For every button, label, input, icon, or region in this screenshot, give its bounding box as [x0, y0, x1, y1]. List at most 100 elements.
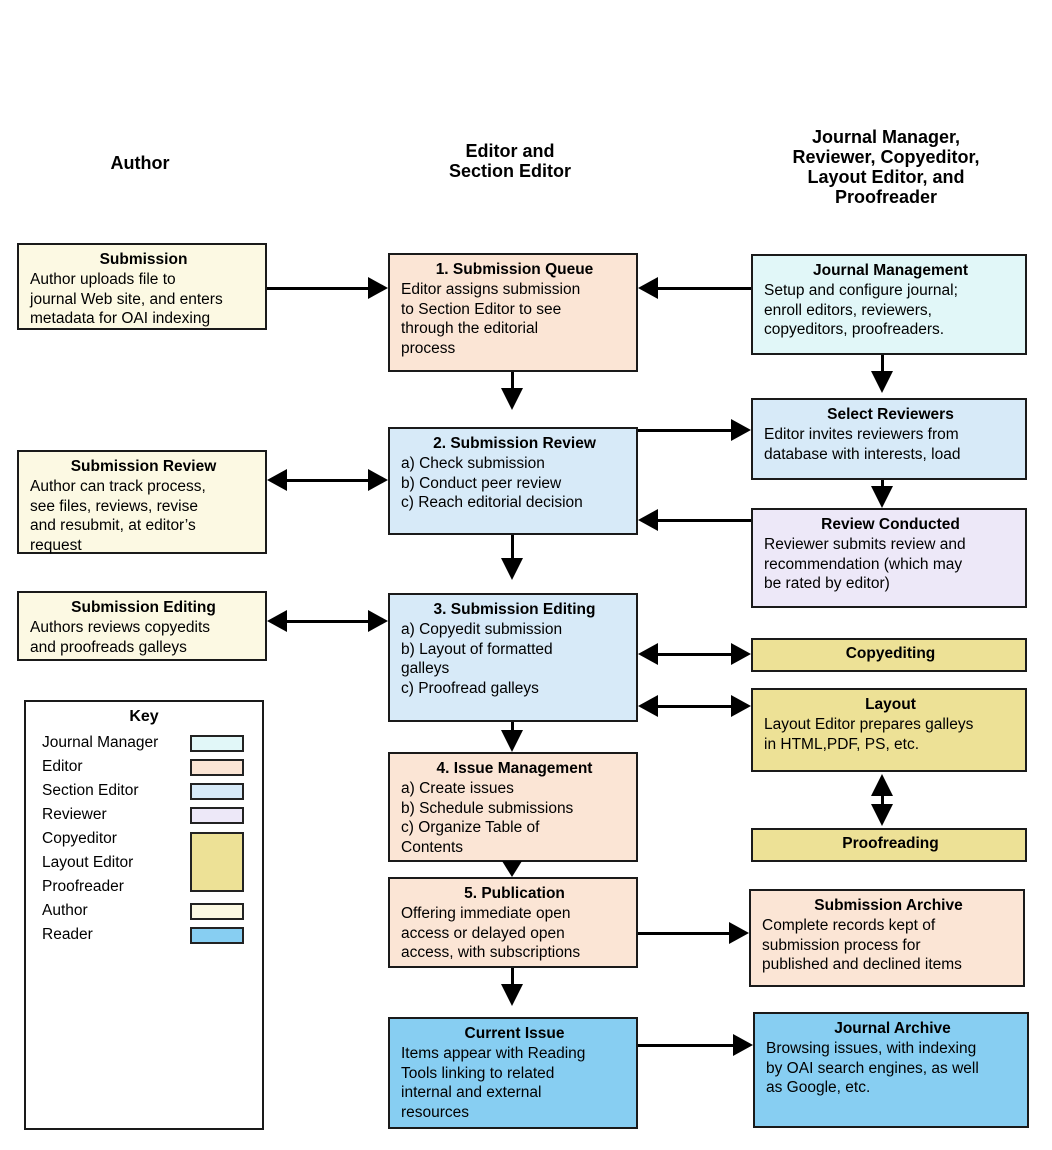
arrow-editing-to-issue-management [501, 722, 523, 752]
arrowhead-down-icon [501, 730, 523, 752]
box-body: Reviewer submits review and recommendati… [764, 536, 966, 592]
arrow-line [638, 1043, 736, 1047]
arrow-author-editing-bidirectional [267, 610, 388, 632]
box-title: Submission Archive [814, 897, 963, 914]
box-title: 2. Submission Review [433, 435, 596, 452]
box-title: Select Reviewers [827, 406, 954, 423]
arrow-line [880, 480, 884, 487]
arrowhead-down-icon [871, 486, 893, 508]
key-row-layout-editor: Layout Editor [42, 851, 250, 875]
box-issue-management: 4. Issue Management a) Create issues b) … [388, 752, 638, 862]
arrowhead-right-icon [368, 469, 388, 491]
arrow-layout-proofreading-bidirectional [871, 774, 893, 826]
box-current-issue: Current Issue Items appear with Reading … [388, 1017, 638, 1129]
box-body: Items appear with Reading Tools linking … [401, 1045, 586, 1121]
box-submission-archive: Submission Archive Complete records kept… [749, 889, 1025, 987]
arrowhead-right-icon [368, 277, 388, 299]
arrow-current-issue-to-journal-archive [638, 1034, 753, 1056]
key-row-author: Author [42, 899, 250, 923]
box-select-reviewers: Select Reviewers Editor invites reviewer… [751, 398, 1027, 480]
column-header-editor: Editor and Section Editor [448, 141, 571, 181]
key-label: Journal Manager [42, 734, 159, 751]
key-label: Proofreader [42, 878, 124, 895]
box-journal-archive: Journal Archive Browsing issues, with in… [753, 1012, 1029, 1128]
key-row-copyeditor: Copyeditor [42, 827, 250, 851]
arrow-publication-to-submission-archive [638, 922, 749, 944]
arrowhead-right-icon [729, 922, 749, 944]
box-title: Proofreading [842, 835, 939, 852]
journal-manager-swatch [190, 735, 244, 752]
key-label: Reader [42, 926, 93, 943]
key-row-journal-manager: Journal Manager [42, 731, 250, 755]
arrowhead-down-icon [871, 371, 893, 393]
box-body: a) Create issues b) Schedule submissions… [401, 780, 574, 856]
box-body: Editor invites reviewers from database w… [764, 426, 961, 463]
key-row-editor: Editor [42, 755, 250, 779]
arrowhead-down-icon [501, 984, 523, 1006]
arrowhead-down-icon [502, 861, 522, 877]
box-body: Offering immediate open access or delaye… [401, 905, 581, 961]
box-title: 1. Submission Queue [435, 261, 594, 278]
box-submission-review-author: Submission Review Author can track proce… [17, 450, 267, 554]
key-label: Layout Editor [42, 854, 134, 871]
box-title: 5. Publication [464, 885, 565, 902]
box-title: 3. Submission Editing [433, 601, 596, 618]
column-header-manager-reviewer: Journal Manager, Reviewer, Copyeditor, L… [792, 127, 980, 207]
box-proofreading: Proofreading [751, 828, 1027, 862]
box-submission: Submission Author uploads file to journa… [17, 243, 267, 330]
arrowhead-right-icon [733, 1034, 753, 1056]
arrow-editing-copyediting-bidirectional [638, 643, 751, 665]
arrowhead-left-icon [638, 695, 658, 717]
key-label: Reviewer [42, 806, 107, 823]
arrow-line [655, 286, 751, 290]
arrow-author-review-bidirectional [267, 469, 388, 491]
reviewer-swatch [190, 807, 244, 824]
copyeditor-layout-proofreader-swatch [190, 832, 244, 892]
box-body: Layout Editor prepares galleys in HTML,P… [764, 716, 974, 753]
box-body: Browsing issues, with indexing by OAI se… [766, 1040, 979, 1096]
arrowhead-right-icon [731, 643, 751, 665]
arrow-line [267, 286, 371, 290]
box-title: Copyediting [845, 645, 936, 662]
arrow-line [510, 968, 514, 985]
box-title: Submission Review [70, 458, 217, 475]
arrowhead-left-icon [638, 509, 658, 531]
box-body: Author can track process, see files, rev… [30, 478, 206, 554]
key-row-reader: Reader [42, 923, 250, 947]
box-submission-queue: 1. Submission Queue Editor assigns submi… [388, 253, 638, 372]
arrowhead-left-icon [267, 610, 287, 632]
box-body: Editor assigns submission to Section Edi… [401, 281, 581, 357]
author-swatch [190, 903, 244, 920]
arrow-select-reviewers-to-review-conducted [871, 480, 893, 508]
arrow-review-conducted-to-review [638, 509, 751, 531]
arrow-line [510, 722, 514, 731]
box-title: 4. Issue Management [436, 760, 593, 777]
arrowhead-left-icon [638, 643, 658, 665]
box-title: Submission [99, 251, 188, 268]
box-title: Current Issue [464, 1025, 565, 1042]
editor-swatch [190, 759, 244, 776]
box-review-conducted: Review Conducted Reviewer submits review… [751, 508, 1027, 608]
box-title: Review Conducted [821, 516, 960, 533]
arrow-line [655, 652, 734, 656]
key-label: Section Editor [42, 782, 139, 799]
arrow-line [510, 372, 514, 389]
key-title: Key [129, 708, 159, 725]
arrow-line [284, 619, 371, 623]
box-copyediting: Copyediting [751, 638, 1027, 672]
column-header-author: Author [110, 153, 170, 173]
arrow-journal-management-to-select-reviewers [871, 355, 893, 393]
box-title: Journal Management [812, 262, 969, 279]
arrowhead-left-icon [267, 469, 287, 491]
box-submission-editing-author: Submission Editing Authors reviews copye… [17, 591, 267, 661]
box-title: Journal Archive [834, 1020, 951, 1037]
box-body: a) Copyedit submission b) Layout of form… [401, 621, 563, 697]
box-publication: 5. Publication Offering immediate open a… [388, 877, 638, 968]
box-title: Layout [865, 696, 916, 713]
arrow-queue-to-review [501, 372, 523, 410]
arrowhead-left-icon [638, 277, 658, 299]
arrow-review-to-editing [501, 535, 523, 580]
arrow-line [655, 704, 734, 708]
arrow-line [638, 931, 732, 935]
